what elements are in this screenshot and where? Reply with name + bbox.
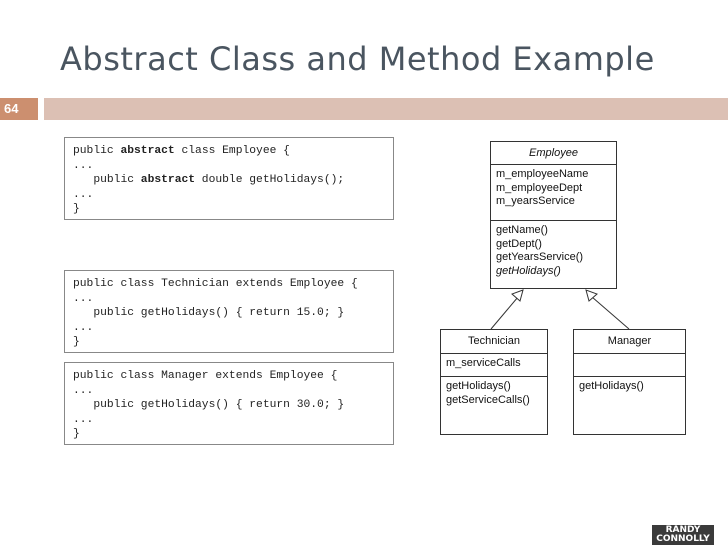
code-line: public class Manager extends Employee { [73, 369, 385, 384]
code-text: public getHolidays() { return 30.0; } [73, 399, 345, 412]
author-logo: RANDY CONNOLLY [652, 525, 714, 545]
manager-methods: getHolidays() [574, 377, 685, 397]
code-text: ... [73, 413, 94, 426]
code-text: public [73, 145, 121, 157]
manager-attributes [574, 354, 685, 377]
code-text: double getHolidays(); [195, 174, 345, 187]
code-text: public class Technician extends Employee… [73, 278, 358, 290]
uml-member: getHolidays() [446, 380, 511, 392]
code-keyword: abstract [120, 145, 175, 157]
code-line: public class Technician extends Employee… [73, 277, 385, 292]
code-text: ... [73, 159, 94, 172]
uml-member: getDept() [496, 237, 542, 250]
code-block-employee: public abstract class Employee {... publ… [64, 137, 394, 220]
code-text: public getHolidays() { return 15.0; } [73, 307, 345, 320]
code-line: public getHolidays() { return 15.0; } [73, 306, 385, 321]
code-text: ... [73, 292, 94, 305]
code-line: } [73, 335, 385, 350]
uml-class-manager: Manager getHolidays() [573, 329, 686, 435]
employee-methods: getName()getDept()getYearsService() getH… [491, 221, 616, 281]
uml-class-technician: Technician m_serviceCalls getHolidays()g… [440, 329, 548, 435]
uml-member: m_employeeDept [496, 181, 583, 194]
manager-class-name: Manager [574, 330, 685, 354]
code-text: ... [73, 384, 94, 397]
logo-line-1: RANDY [665, 525, 701, 535]
logo-line-2: CONNOLLY [656, 534, 710, 544]
employee-method-list: getName()getDept()getYearsService() [496, 224, 611, 265]
manager-inherit-arrowhead [585, 289, 598, 302]
code-text: ... [73, 188, 94, 201]
uml-member: m_serviceCalls [446, 357, 521, 369]
uml-member: m_yearsService [496, 195, 575, 207]
technician-class-name: Technician [441, 330, 547, 354]
manager-inherit-line [591, 296, 630, 330]
header-bar [44, 98, 728, 120]
code-text: } [73, 336, 80, 349]
slide-title: Abstract Class and Method Example [60, 40, 655, 78]
page-number: 64 [4, 101, 19, 116]
employee-abstract-method: getHolidays() [496, 264, 561, 277]
code-text: public class Manager extends Employee { [73, 370, 338, 382]
code-block-technician: public class Technician extends Employee… [64, 270, 394, 353]
code-text: } [73, 203, 80, 216]
uml-member: getServiceCalls() [446, 393, 530, 406]
code-block-manager: public class Manager extends Employee {.… [64, 362, 394, 445]
code-line: public getHolidays() { return 30.0; } [73, 398, 385, 413]
code-line: ... [73, 292, 385, 307]
employee-class-name: Employee [491, 142, 616, 165]
code-line: } [73, 427, 385, 442]
code-keyword: abstract [140, 174, 196, 187]
code-line: ... [73, 188, 385, 203]
uml-member: getYearsService() [496, 251, 584, 263]
code-line: ... [73, 384, 385, 399]
code-line: public abstract double getHolidays(); [73, 173, 385, 188]
uml-member: m_employeeName [496, 168, 589, 180]
uml-member: getHolidays() [579, 380, 644, 392]
technician-attributes: m_serviceCalls [441, 354, 547, 377]
code-line: ... [73, 159, 385, 174]
technician-inherit-line [490, 296, 519, 330]
code-line: ... [73, 321, 385, 336]
code-line: ... [73, 413, 385, 428]
technician-inherit-arrowhead [511, 289, 524, 302]
page-number-bar [0, 98, 38, 120]
code-text: public [73, 174, 141, 187]
code-text: class Employee { [174, 145, 290, 157]
code-text: ... [73, 321, 94, 334]
technician-methods: getHolidays()getServiceCalls() [441, 377, 547, 410]
code-line: public abstract class Employee { [73, 144, 385, 159]
code-line: } [73, 202, 385, 217]
code-text: } [73, 428, 80, 441]
uml-member: getName() [496, 224, 548, 236]
